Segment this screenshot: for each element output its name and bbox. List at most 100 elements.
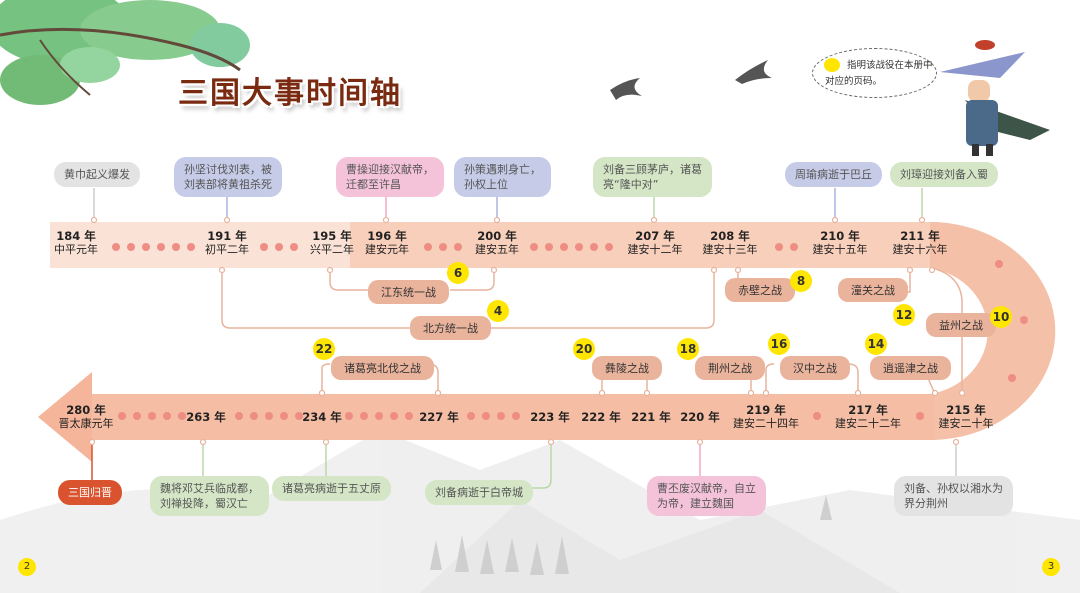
timeline-dot bbox=[1020, 316, 1028, 324]
year-200: 200 年建安五年 bbox=[475, 229, 519, 256]
timeline-dot bbox=[790, 243, 798, 251]
event-184: 黄巾起义爆发 bbox=[54, 162, 140, 187]
timeline-dot bbox=[575, 243, 583, 251]
page-badge: 14 bbox=[865, 333, 887, 355]
event-234: 诸葛亮病逝于五丈原 bbox=[272, 476, 391, 501]
tree-foliage-icon bbox=[0, 0, 250, 105]
year-217: 217 年建安二十二年 bbox=[835, 403, 901, 430]
legend-text: 指明该战役在本册中对应的页码。 bbox=[825, 60, 933, 87]
battle-northern-expedition: 诸葛亮北伐之战 bbox=[331, 356, 434, 380]
year-196: 196 年建安元年 bbox=[365, 229, 409, 256]
event-211: 刘璋迎接刘备入蜀 bbox=[890, 162, 998, 187]
timeline-dot bbox=[148, 412, 156, 420]
year-234: 234 年 bbox=[302, 410, 342, 424]
timeline-dot bbox=[405, 412, 413, 420]
timeline-dot bbox=[260, 243, 268, 251]
year-195: 195 年兴平二年 bbox=[310, 229, 354, 256]
battle-tongguan: 潼关之战 bbox=[838, 278, 908, 302]
year-211: 211 年建安十六年 bbox=[892, 229, 948, 256]
page-badge: 12 bbox=[893, 304, 915, 326]
timeline-dot bbox=[250, 412, 258, 420]
battle-xiaoyaojin: 逍遥津之战 bbox=[870, 356, 951, 380]
page-badge: 16 bbox=[768, 333, 790, 355]
year-220: 220 年 bbox=[680, 410, 720, 424]
timeline-dot bbox=[530, 243, 538, 251]
timeline-dot bbox=[497, 412, 505, 420]
timeline-dot bbox=[142, 243, 150, 251]
timeline-dot bbox=[1008, 374, 1016, 382]
timeline-dot bbox=[172, 243, 180, 251]
timeline-dot bbox=[424, 243, 432, 251]
year-223: 223 年 bbox=[530, 410, 570, 424]
year-210: 210 年建安十五年 bbox=[812, 229, 868, 256]
timeline-dot bbox=[512, 412, 520, 420]
event-263: 魏将邓艾兵临成都， 刘禅投降，蜀汉亡 bbox=[150, 476, 269, 516]
timeline-dot bbox=[995, 260, 1003, 268]
timeline-dot bbox=[545, 243, 553, 251]
swallow-icon bbox=[610, 60, 772, 100]
timeline-dot bbox=[127, 243, 135, 251]
timeline-dot bbox=[560, 243, 568, 251]
event-196: 曹操迎接汉献帝， 迁都至许昌 bbox=[336, 157, 444, 197]
page-badge: 22 bbox=[313, 338, 335, 360]
event-200: 孙策遇刺身亡， 孙权上位 bbox=[454, 157, 551, 197]
timeline-dot bbox=[390, 412, 398, 420]
page-badge: 20 bbox=[573, 338, 595, 360]
page-badge: 6 bbox=[447, 262, 469, 284]
timeline-dot bbox=[275, 243, 283, 251]
battle-north: 北方统一战 bbox=[410, 316, 491, 340]
page-badge: 10 bbox=[990, 306, 1012, 328]
timeline-dot bbox=[133, 412, 141, 420]
year-280: 280 年晋太康元年 bbox=[58, 403, 114, 430]
timeline-dot bbox=[280, 412, 288, 420]
year-227: 227 年 bbox=[419, 410, 459, 424]
event-215: 刘备、孙权以湘水为 界分荆州 bbox=[894, 476, 1013, 516]
battle-jingzhou: 荆州之战 bbox=[695, 356, 765, 380]
timeline-dot bbox=[467, 412, 475, 420]
battle-jiangdong: 江东统一战 bbox=[368, 280, 449, 304]
timeline-dot bbox=[775, 243, 783, 251]
timeline-dot bbox=[178, 412, 186, 420]
page-badge: 4 bbox=[487, 300, 509, 322]
legend-bubble bbox=[812, 48, 937, 98]
legend-badge-icon bbox=[824, 58, 840, 72]
event-210: 周瑜病逝于巴丘 bbox=[785, 162, 882, 187]
timeline-dot bbox=[265, 412, 273, 420]
year-263: 263 年 bbox=[186, 410, 226, 424]
trees-icon bbox=[430, 495, 832, 575]
battle-yizhou: 益州之战 bbox=[926, 313, 996, 337]
timeline-dot bbox=[345, 412, 353, 420]
timeline-dot bbox=[590, 243, 598, 251]
page-badge: 8 bbox=[790, 270, 812, 292]
timeline-dot bbox=[454, 243, 462, 251]
year-215: 215 年建安二十年 bbox=[938, 403, 994, 430]
year-184: 184 年中平元年 bbox=[54, 229, 98, 256]
page-badge: 18 bbox=[677, 338, 699, 360]
year-219: 219 年建安二十四年 bbox=[733, 403, 799, 430]
timeline-dot bbox=[375, 412, 383, 420]
year-191: 191 年初平二年 bbox=[205, 229, 249, 256]
event-191: 孙坚讨伐刘表，被 刘表部将黄祖杀死 bbox=[174, 157, 282, 197]
year-208: 208 年建安十三年 bbox=[702, 229, 758, 256]
page-number-right: 3 bbox=[1042, 558, 1060, 576]
timeline-dot bbox=[112, 243, 120, 251]
year-221: 221 年 bbox=[631, 410, 671, 424]
year-207: 207 年建安十二年 bbox=[627, 229, 683, 256]
event-220: 曹丕废汉献帝，自立 为帝，建立魏国 bbox=[647, 476, 766, 516]
timeline-dot bbox=[290, 243, 298, 251]
timeline-dot bbox=[118, 412, 126, 420]
event-280: 三国归晋 bbox=[58, 480, 122, 505]
year-222: 222 年 bbox=[581, 410, 621, 424]
timeline-dot bbox=[360, 412, 368, 420]
timeline-dot bbox=[157, 243, 165, 251]
timeline-dot bbox=[605, 243, 613, 251]
timeline-dot bbox=[187, 243, 195, 251]
timeline-dot bbox=[163, 412, 171, 420]
timeline-dot bbox=[439, 243, 447, 251]
timeline-band bbox=[38, 222, 1056, 462]
timeline-dot bbox=[295, 412, 303, 420]
timeline-dot bbox=[235, 412, 243, 420]
page-number-left: 2 bbox=[18, 558, 36, 576]
battle-yiling: 彝陵之战 bbox=[592, 356, 662, 380]
